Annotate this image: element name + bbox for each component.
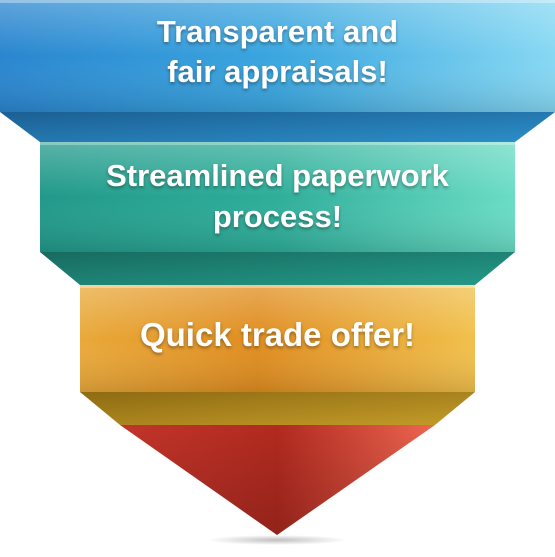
band-gold xyxy=(80,285,475,392)
band-teal-label: Streamlined paperwork process! xyxy=(106,158,449,234)
tip-shadow xyxy=(207,535,347,545)
band-gold-label: Quick trade offer! xyxy=(139,316,416,353)
fold-gold-to-red xyxy=(80,392,475,425)
fold-blue-to-teal xyxy=(0,112,555,142)
fold-teal-to-gold xyxy=(40,252,515,285)
band-teal xyxy=(40,142,515,252)
band-blue xyxy=(0,0,555,112)
funnel-tip-triangle xyxy=(120,425,435,535)
band-blue-label: Transparent and fair appraisals! xyxy=(156,14,399,89)
